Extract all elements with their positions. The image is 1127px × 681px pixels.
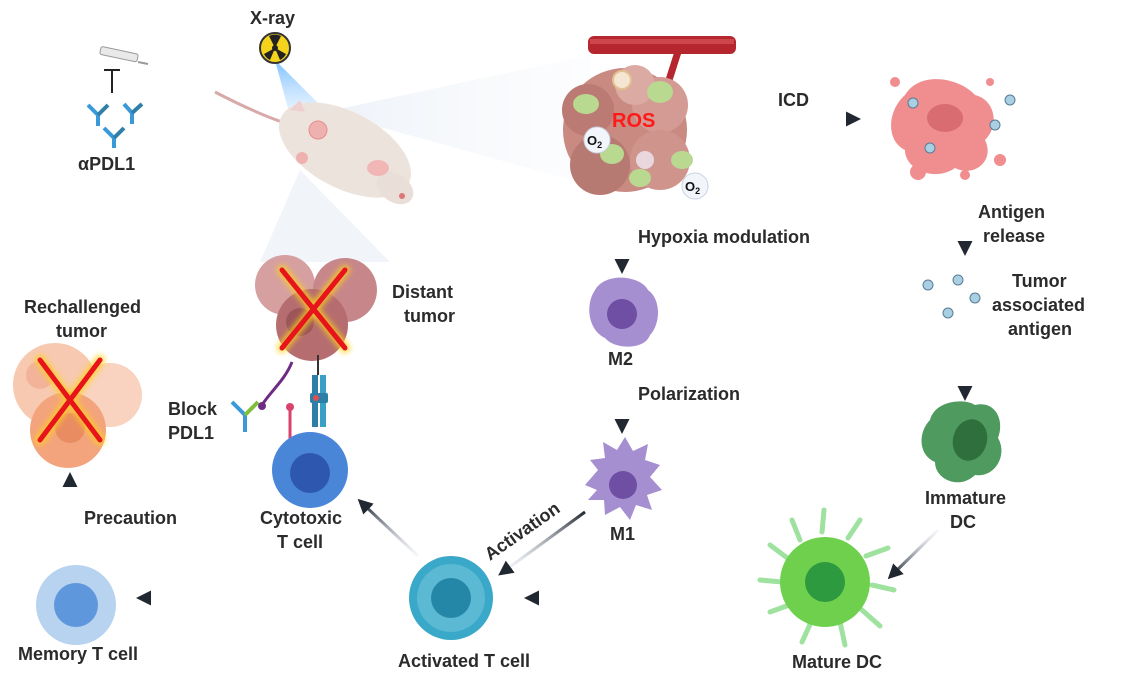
hypoxia-label: Hypoxia modulation bbox=[638, 227, 810, 247]
beam-to-distant-tumor bbox=[260, 170, 390, 262]
immature-dc-label-1: Immature bbox=[925, 488, 1006, 508]
antigen-icons-top bbox=[907, 94, 1016, 154]
activated-t-cell bbox=[409, 556, 493, 640]
memory-t-cell bbox=[36, 565, 116, 645]
o2-label-2: O2 bbox=[685, 179, 700, 196]
memory-t-cell-label: Memory T cell bbox=[18, 644, 138, 664]
m2-macrophage bbox=[589, 277, 658, 347]
block-pdl1-label-2: PDL1 bbox=[168, 423, 214, 443]
antigen-release-label-2: release bbox=[983, 226, 1045, 246]
immature-dc-cell bbox=[921, 401, 1002, 483]
tumor-assoc-label-2: associated bbox=[992, 295, 1085, 315]
antigen-release-label-1: Antigen bbox=[978, 202, 1045, 222]
immature-dc-label-2: DC bbox=[950, 512, 976, 532]
cytotoxic-t-cell bbox=[272, 432, 348, 508]
rechallenged-label-2: tumor bbox=[56, 321, 107, 341]
xray-label: X-ray bbox=[250, 8, 295, 28]
tumor-associated-antigen-icons bbox=[922, 274, 981, 319]
antibody-icon-bottom bbox=[102, 126, 126, 148]
activation-label: Activation bbox=[481, 498, 564, 564]
mature-dc-cell bbox=[757, 507, 897, 648]
mature-dc-label: Mature DC bbox=[792, 652, 882, 672]
tumor-assoc-label-3: antigen bbox=[1008, 319, 1072, 339]
to-mature-dc-arrow bbox=[887, 528, 940, 580]
ros-label: ROS bbox=[612, 110, 655, 132]
m2-label: M2 bbox=[608, 349, 633, 369]
tcr-receptor bbox=[310, 355, 328, 427]
tumor-assoc-label-1: Tumor bbox=[1012, 271, 1067, 291]
antibody-icon-left bbox=[86, 103, 110, 126]
o2-bubble-1 bbox=[583, 126, 611, 154]
pdl1-receptor bbox=[258, 361, 294, 445]
primary-tumor bbox=[562, 65, 693, 195]
block-pdl1-label-1: Block bbox=[168, 399, 218, 419]
cross-icon-distant bbox=[277, 265, 350, 353]
syringe-icon bbox=[99, 46, 149, 93]
m1-label: M1 bbox=[610, 524, 635, 544]
distant-tumor-label-2: tumor bbox=[404, 306, 455, 326]
o2-label-1: O2 bbox=[587, 133, 602, 150]
m1-macrophage bbox=[585, 437, 662, 520]
icd-label: ICD bbox=[778, 90, 809, 110]
apdl1-label: αPDL1 bbox=[78, 154, 135, 174]
o2-bubble-2 bbox=[681, 172, 709, 200]
polarization-label: Polarization bbox=[638, 384, 740, 404]
to-cytotoxic-arrow bbox=[357, 498, 420, 558]
beam-to-primary-tumor bbox=[325, 55, 590, 185]
cytotoxic-label-1: Cytotoxic bbox=[260, 508, 342, 528]
activation-arrow bbox=[498, 510, 586, 576]
antibody-icon-right bbox=[122, 102, 144, 124]
cytotoxic-label-2: T cell bbox=[277, 532, 323, 552]
activated-t-cell-label: Activated T cell bbox=[398, 651, 530, 671]
precaution-label: Precaution bbox=[84, 508, 177, 528]
cross-icon-rechallenged bbox=[35, 355, 105, 445]
necrotic-tumor-cell bbox=[890, 77, 1006, 180]
blocking-antibody-icon bbox=[230, 400, 260, 432]
distant-tumor-label-1: Distant bbox=[392, 282, 453, 302]
mouse-illustration bbox=[214, 90, 414, 205]
rechallenged-label-1: Rechallenged bbox=[24, 297, 141, 317]
